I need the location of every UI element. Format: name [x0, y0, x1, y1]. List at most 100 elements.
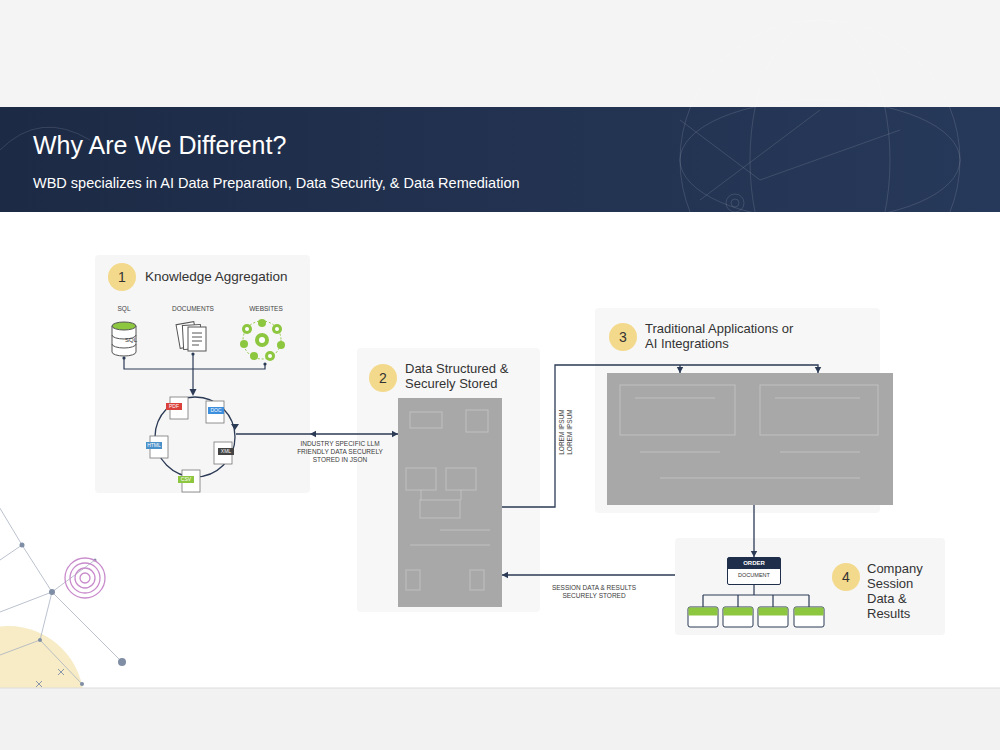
source-label: WEBSITES	[226, 305, 306, 313]
websites-icon	[240, 319, 285, 361]
blurred-content-part	[620, 385, 735, 435]
websites-icon-part-part	[242, 324, 252, 334]
cross-marks-part	[36, 669, 64, 687]
source-connectors-part	[263, 362, 266, 365]
arrow-head	[677, 367, 683, 373]
blurred-content	[406, 385, 878, 590]
flow-connector	[502, 365, 821, 507]
blurred-content-part	[410, 412, 442, 428]
document-box: ORDERDOCUMENT	[727, 557, 781, 585]
document-type: DOCUMENT	[728, 569, 780, 582]
callout-number: 1	[108, 263, 136, 291]
source-connectors-part	[122, 356, 125, 359]
file-tag: DOC	[176, 407, 256, 414]
blurred-content-part	[760, 385, 878, 435]
target-rings-part	[65, 558, 105, 598]
network-lines	[0, 500, 122, 684]
websites-icon-part-part	[265, 351, 275, 361]
connector-label: SESSION DATA & RESULTS SECURELY STORED	[539, 584, 649, 600]
icon-label: SQL	[91, 337, 171, 344]
banner-globe-part	[680, 20, 960, 300]
callout-digit: 2	[379, 371, 387, 385]
target-rings-part	[80, 573, 90, 583]
file-tag: CSV	[146, 476, 226, 483]
blurred-content-part	[420, 500, 460, 518]
target-rings-part	[70, 563, 100, 593]
source-label: SQL	[84, 305, 164, 313]
result-tree-part	[724, 608, 753, 616]
source-label: DOCUMENTS	[153, 305, 233, 313]
flow-connector	[751, 505, 757, 557]
bottom-band	[0, 688, 1000, 750]
websites-icon-part-part	[259, 337, 265, 343]
application-box: Traditional Applications or AI Integrati…	[607, 373, 893, 505]
source-connectors-part	[190, 389, 197, 396]
connector-line	[502, 574, 675, 575]
stage-heading: Traditional Applications or AI Integrati…	[645, 321, 805, 351]
connector-line	[753, 505, 754, 557]
source-connectors	[122, 352, 266, 396]
format-cycle-part	[231, 424, 239, 430]
banner-globe-part	[680, 100, 960, 220]
title-banner	[0, 107, 1000, 212]
result-tree-part	[759, 608, 788, 616]
documents-icon-part	[192, 333, 202, 345]
result-tree-part	[758, 607, 788, 627]
callout-number: 2	[369, 364, 397, 392]
result-tree-part	[795, 608, 824, 616]
websites-icon-part-part	[255, 333, 269, 347]
data-store-box: Data Structured & Securely Stored	[398, 398, 502, 607]
callout-digit: 3	[619, 330, 627, 344]
file-tag: HTML	[114, 442, 194, 449]
cross-marks	[36, 669, 64, 687]
connector-label: INDUSTRY SPECIFIC LLM FRIENDLY DATA SECU…	[294, 440, 386, 464]
callout-number: 3	[609, 323, 637, 351]
arrow-head	[392, 431, 398, 437]
stage-panel: Knowledge Aggregation1	[95, 255, 310, 493]
callout-number: 4	[832, 563, 860, 591]
network-dots-part	[49, 589, 55, 595]
banner-globe-part	[731, 199, 739, 207]
blurred-content-part	[406, 570, 420, 590]
arrow-head	[502, 572, 508, 578]
format-cycle-part	[236, 433, 310, 434]
document-header: ORDER	[728, 558, 780, 569]
websites-icon-part-part	[245, 327, 249, 331]
result-tree-part	[688, 607, 718, 627]
connector-line	[310, 433, 398, 434]
network-dots-part	[20, 543, 25, 548]
banner-globe-part	[750, 20, 890, 300]
target-rings	[65, 558, 105, 598]
network-dots-part	[38, 638, 42, 642]
network-dots	[20, 543, 127, 687]
websites-icon-part	[240, 319, 285, 361]
file-tag: XML	[186, 448, 266, 455]
database-icon-part	[112, 322, 136, 330]
network-lines-part	[0, 500, 122, 684]
documents-icon-part	[188, 327, 206, 351]
websites-icon-part	[245, 327, 279, 358]
blurred-content-part	[470, 570, 484, 590]
banner-globe-part	[680, 110, 900, 200]
arrow-head	[815, 367, 821, 373]
arrow-head	[751, 551, 757, 557]
websites-icon-part-part	[268, 354, 272, 358]
callout-digit: 1	[118, 270, 126, 284]
result-tree-part	[723, 607, 753, 627]
callout-digit: 4	[842, 570, 850, 584]
band-rule	[0, 688, 1000, 689]
websites-icon-part-part	[272, 324, 282, 334]
websites-icon-part-part	[250, 352, 258, 360]
result-tree-part	[703, 585, 809, 607]
stage-heading: Company Session Data & Results	[867, 561, 939, 621]
blurred-content-part	[466, 410, 488, 432]
stage-heading: Data Structured & Securely Stored	[405, 361, 523, 391]
network-dots-part	[80, 682, 84, 686]
result-tree-part	[689, 608, 718, 616]
slide-title: Why Are We Different?	[33, 131, 286, 160]
source-connectors-part	[124, 354, 265, 390]
